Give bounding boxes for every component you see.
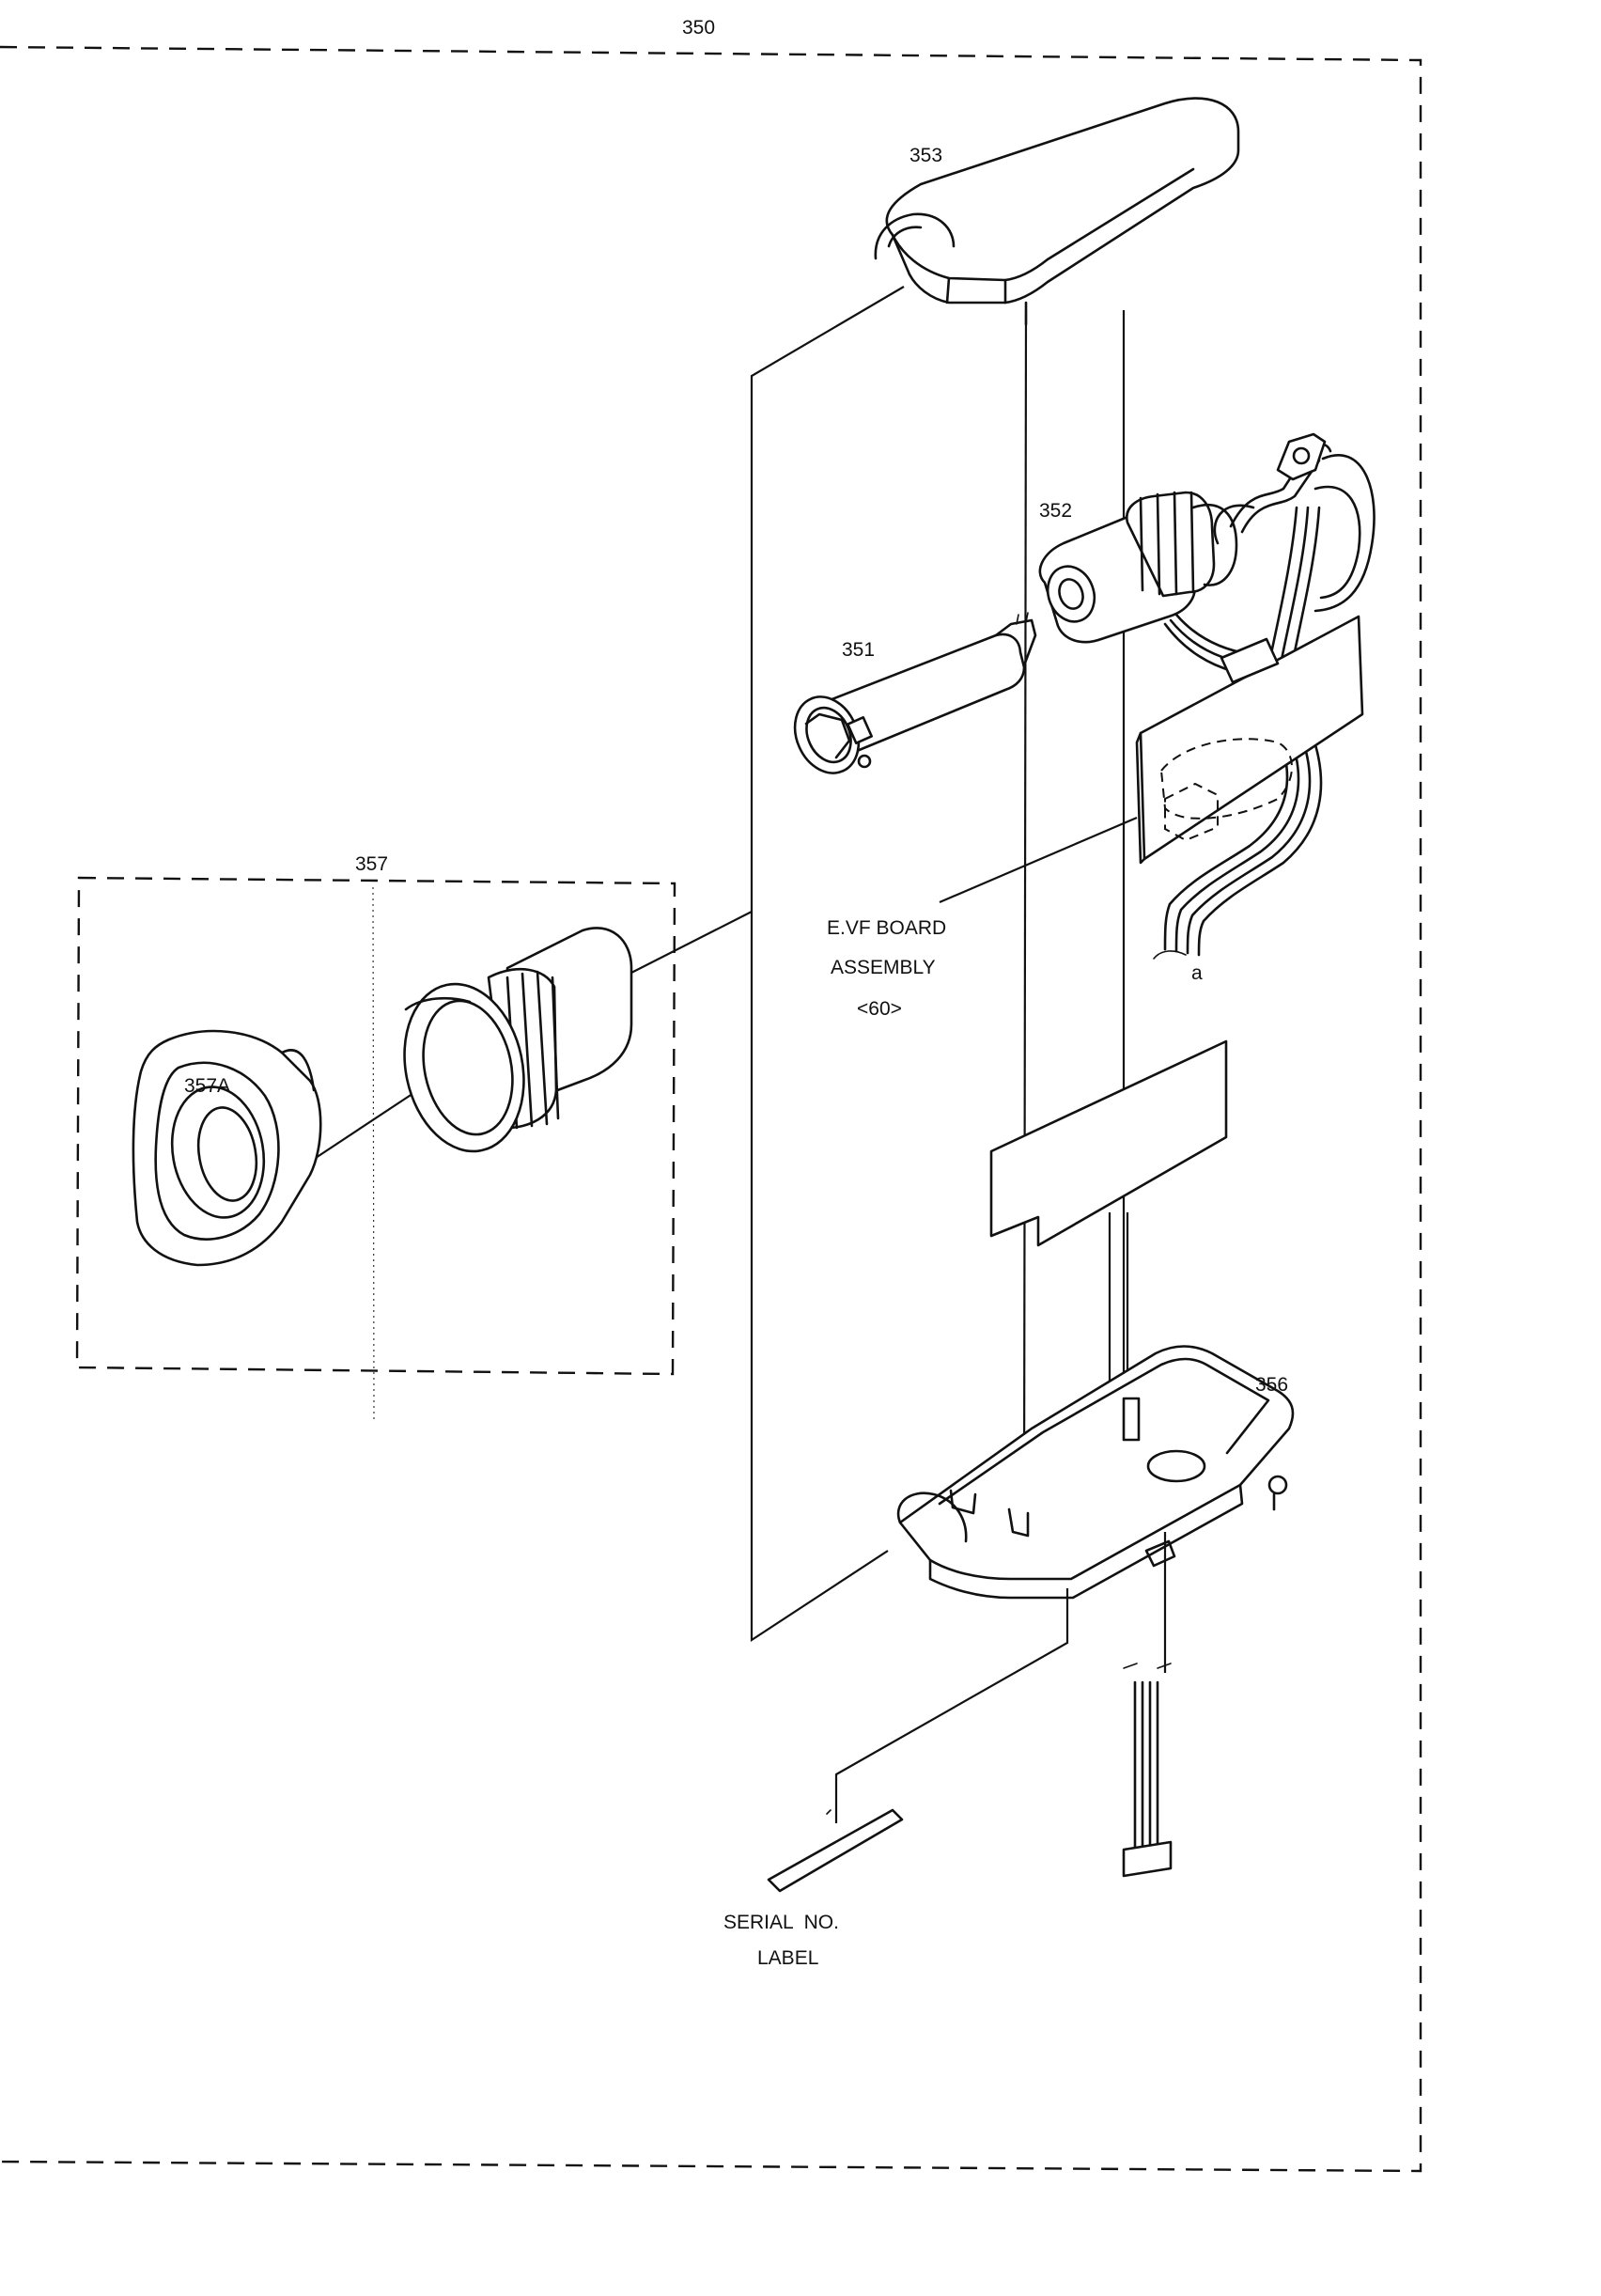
part-352-crt-tube [1038,491,1238,644]
label-357: 357 [355,853,388,875]
part-351-socket [793,612,1037,774]
part-357a-eyecup [132,1029,322,1267]
label-serial-line2: LABEL [757,1947,818,1969]
serial-number-label-part [767,1808,904,1893]
label-board-line2: ASSEMBLY [831,957,936,978]
label-serial-line1: SERIAL NO. [723,1912,839,1933]
label-356: 356 [1255,1374,1288,1396]
label-board-line1: E.VF BOARD [827,917,946,939]
board-leader [939,816,1138,904]
assembly-lines [315,286,1167,1823]
part-357-lens-tube [403,927,633,1153]
label-353: 353 [909,145,942,166]
part-356-bottom-case [896,1345,1295,1600]
output-cable [1122,1663,1173,1878]
assembly-357-boundary [75,876,676,1420]
assembly-350-boundary [0,45,1422,2173]
label-350: 350 [682,17,715,39]
part-353-top-cover [874,97,1240,326]
label-352: 352 [1039,500,1072,522]
label-board-line3: <60> [857,998,902,1020]
label-357a: 357A [184,1075,230,1097]
filter-sheet [989,1039,1228,1247]
label-351: 351 [842,639,875,661]
evf-board [1135,615,1364,865]
label-connector-a: a [1191,962,1203,984]
